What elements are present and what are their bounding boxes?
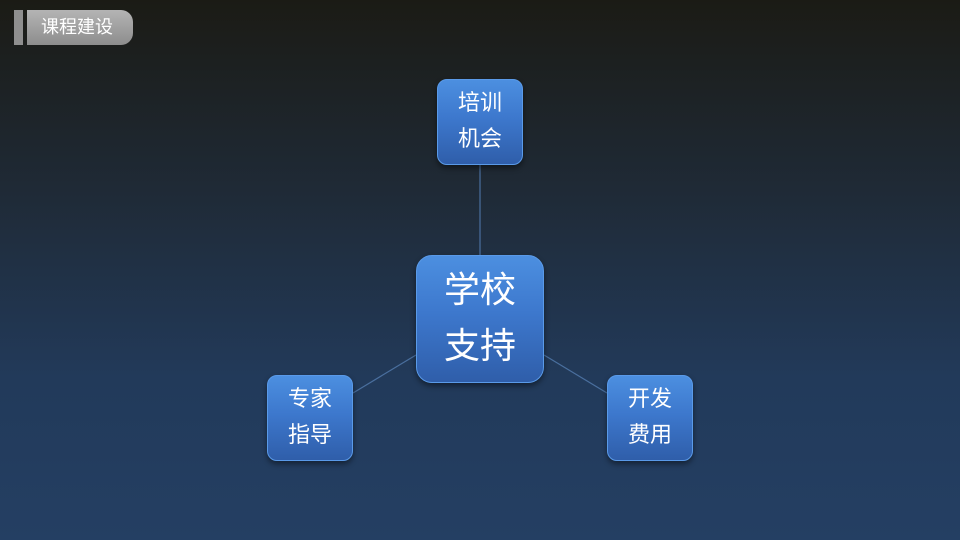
node-school-support: 学校 支持 <box>416 255 544 383</box>
node-expert-guidance-label: 专家 指导 <box>287 387 332 448</box>
node-training-opportunity: 培训 机会 <box>437 79 523 165</box>
connector-left <box>352 354 417 394</box>
connector-right <box>543 354 608 394</box>
node-training-opportunity-label: 培训 机会 <box>457 91 502 152</box>
section-title-tab: 课程建设 <box>14 10 133 45</box>
title-accent-bar <box>14 10 23 45</box>
node-school-support-label: 学校 支持 <box>443 270 516 367</box>
node-expert-guidance: 专家 指导 <box>267 375 353 461</box>
node-development-funding-label: 开发 费用 <box>627 387 672 448</box>
node-development-funding: 开发 费用 <box>607 375 693 461</box>
section-title: 课程建设 <box>27 10 133 45</box>
